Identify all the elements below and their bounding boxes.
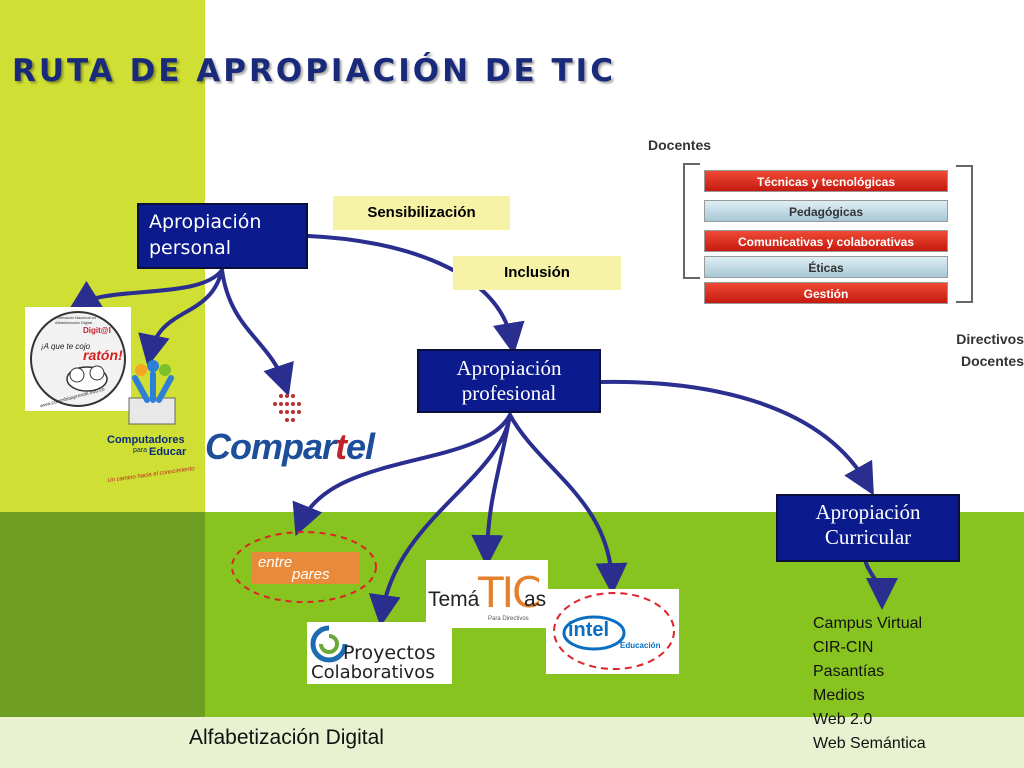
competencia-comunicativas: Comunicativas y colaborativas (704, 230, 948, 252)
competencia-pedagogicas: Pedagógicas (704, 200, 948, 222)
competencia-gestion: Gestión (704, 282, 948, 304)
tematicas-text-c: as (524, 588, 547, 611)
list-item: Medios (813, 687, 865, 704)
raton-logo: Formación Nacional en Alfabetización Dig… (25, 307, 131, 411)
proyectos-swirl-icon (310, 625, 348, 663)
docentes-label: Docentes (648, 137, 712, 153)
compartel-wordmark: Compartel (205, 426, 375, 468)
entre-pares-line1: entre (258, 554, 293, 571)
inclusion-box: Inclusión (453, 256, 621, 290)
intel-wordmark: intel (568, 619, 610, 641)
list-item: Campus Virtual (813, 615, 923, 632)
kids-computer-icon (128, 360, 176, 425)
intel-educacion-logo: intel Educación (546, 589, 679, 674)
tematicas-text-tic: TIC (478, 568, 541, 617)
entre-pares-logo: entre pares (230, 530, 378, 604)
compartel-word-a: Compar (205, 426, 336, 467)
node-apropiacion-curricular-label: Apropiación Curricular (815, 500, 921, 549)
list-item: CIR-CIN (813, 639, 874, 656)
node-apropiacion-profesional: Apropiación profesional (417, 349, 601, 413)
node-apropiacion-profesional-label: Apropiación profesional (456, 356, 562, 405)
node-apropiacion-curricular: Apropiación Curricular (776, 494, 960, 562)
competencias-brackets (683, 163, 973, 303)
compartel-word-t: t (335, 426, 347, 467)
competencia-eticas: Éticas (704, 256, 948, 278)
cpe-line2: para (133, 447, 148, 454)
list-item: Pasantías (813, 663, 885, 680)
proyectos-line1: Proyectos (343, 642, 436, 664)
sensibilizacion-box: Sensibilización (333, 196, 510, 230)
computadores-para-educar-logo: Computadores para Educar Un camino hacia… (103, 360, 201, 492)
raton-brand-text: Digit@l (83, 326, 111, 335)
footer-band (0, 717, 1024, 768)
page-title: RUTA DE APROPIACIÓN DE TIC (12, 53, 616, 89)
proyectos-colaborativos-logo: Proyectos Colaborativos (307, 622, 452, 684)
cpe-line1: Computadores (107, 434, 185, 446)
intel-swoosh-icon (553, 592, 675, 670)
intel-subtitle: Educación (620, 641, 661, 650)
entre-pares-line2: pares (292, 566, 330, 583)
tematicas-text-a: Temá (428, 588, 480, 611)
node-apropiacion-personal-label: Apropiación personal (149, 211, 262, 259)
raton-slogan-text: ¡A que te cojo (41, 342, 91, 351)
list-item: Web Semántica (813, 735, 926, 752)
entre-pares-dashed-ellipse-icon (231, 531, 377, 603)
competencia-tecnicas: Técnicas y tecnológicas (704, 170, 948, 192)
footer-label: Alfabetización Digital (189, 726, 384, 749)
compartel-word-c: el (346, 426, 375, 467)
raton-word-text: ratón! (83, 347, 123, 363)
curricular-items-list: Campus Virtual CIR-CIN Pasantías Medios … (813, 612, 926, 756)
tematicas-logo: Temá TIC as Para Directivos (426, 560, 548, 628)
directivos-docentes-label: Directivos Docentes (930, 328, 1024, 372)
compartel-logo: Compartel (205, 392, 375, 467)
raton-top-text: Formación Nacional en Alfabetización Dig… (55, 315, 97, 325)
proyectos-line2: Colaborativos (311, 662, 435, 683)
node-apropiacion-personal: Apropiación personal (137, 203, 308, 269)
bottom-left-dark-panel (0, 512, 205, 717)
list-item: Web 2.0 (813, 711, 873, 728)
raton-circle-icon (30, 311, 126, 407)
cpe-tagline: Un camino hacia el conocimiento (107, 466, 196, 485)
directivos-text: Directivos (956, 331, 1024, 347)
docentes-text: Docentes (960, 353, 1024, 369)
cpe-line3: Educar (149, 446, 187, 458)
tematicas-subtitle: Para Directivos (488, 616, 529, 622)
compartel-dots-icon (273, 394, 301, 422)
